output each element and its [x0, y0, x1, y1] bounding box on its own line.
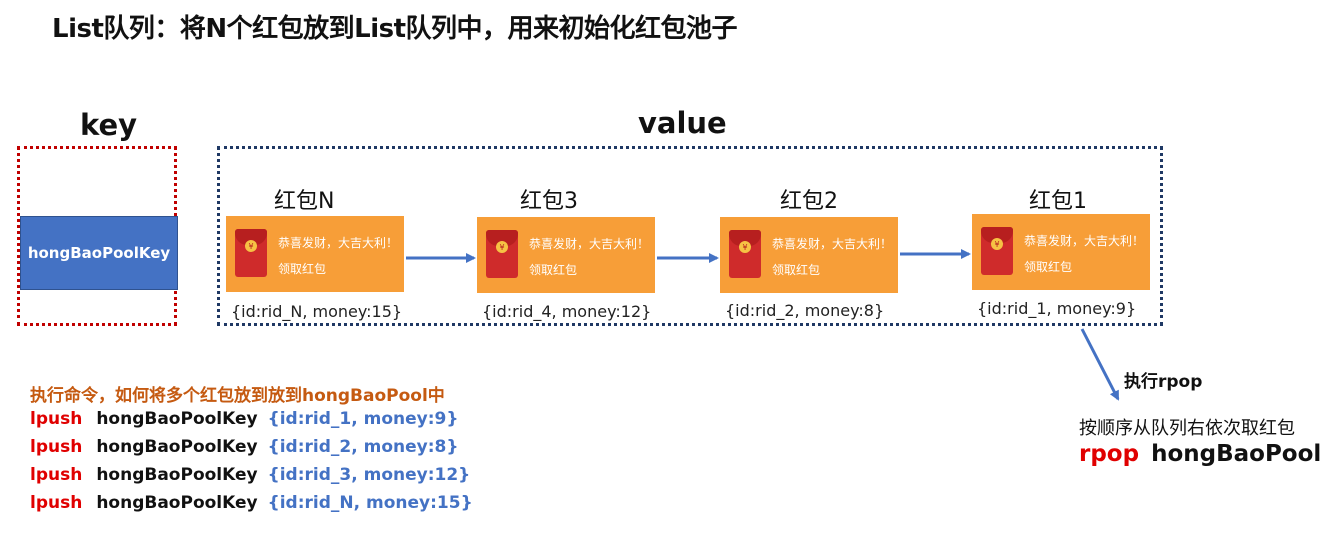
red-envelope-icon: ¥: [981, 227, 1013, 275]
hongbao-card: ¥ 恭喜发财，大吉大利！ 领取红包: [720, 217, 898, 293]
command-value: {id:rid_N, money:15}: [267, 493, 473, 513]
rpop-verb: rpop: [1079, 441, 1140, 467]
card-claim-text: 领取红包: [1024, 260, 1073, 274]
command-row: lpush hongBaoPoolKey {id:rid_3, money:12}: [30, 465, 470, 485]
hongbao-card: ¥ 恭喜发财，大吉大利！ 领取红包: [477, 217, 655, 293]
command-value: {id:rid_1, money:9}: [267, 409, 459, 429]
hongbao-payload: {id:rid_N, money:15}: [231, 302, 403, 321]
key-name: hongBaoPoolKey: [27, 244, 171, 262]
hongbao-payload: {id:rid_4, money:12}: [482, 302, 652, 321]
rpop-exec-label: 执行rpop: [1124, 372, 1203, 392]
command-value: {id:rid_3, money:12}: [267, 465, 471, 485]
card-greeting: 恭喜发财，大吉大利！: [529, 237, 650, 251]
hongbao-card: ¥ 恭喜发财，大吉大利！ 领取红包: [972, 214, 1150, 290]
command-key: hongBaoPoolKey: [96, 437, 258, 457]
command-key: hongBaoPoolKey: [96, 493, 258, 513]
red-envelope-icon: ¥: [235, 229, 267, 277]
command-verb: lpush: [30, 409, 83, 429]
rpop-command: rpop hongBaoPool: [1079, 441, 1321, 467]
hongbao-card: ¥ 恭喜发财，大吉大利！ 领取红包: [226, 216, 404, 292]
commands-heading: 执行命令，如何将多个红包放到放到hongBaoPool中: [30, 386, 445, 406]
key-label: key: [80, 108, 138, 142]
rpop-order-note: 按顺序从队列右依次取红包: [1079, 418, 1295, 439]
hongbao-payload: {id:rid_2, money:8}: [725, 301, 885, 320]
command-verb: lpush: [30, 493, 83, 513]
card-greeting: 恭喜发财，大吉大利！: [278, 236, 399, 250]
command-row: lpush hongBaoPoolKey {id:rid_1, money:9}: [30, 409, 458, 429]
hongbao-title: 红包2: [780, 189, 838, 214]
card-claim-text: 领取红包: [529, 263, 578, 277]
command-row: lpush hongBaoPoolKey {id:rid_2, money:8}: [30, 437, 458, 457]
hongbao-payload: {id:rid_1, money:9}: [977, 299, 1137, 318]
card-claim-text: 领取红包: [772, 263, 821, 277]
key-name-box: hongBaoPoolKey: [20, 216, 178, 290]
command-verb: lpush: [30, 437, 83, 457]
hongbao-title: 红包3: [520, 189, 578, 214]
value-label: value: [638, 106, 727, 140]
red-envelope-icon: ¥: [486, 230, 518, 278]
card-claim-text: 领取红包: [278, 262, 327, 276]
command-row: lpush hongBaoPoolKey {id:rid_N, money:15}: [30, 493, 473, 513]
command-value: {id:rid_2, money:8}: [267, 437, 459, 457]
value-container: [217, 146, 1163, 326]
command-key: hongBaoPoolKey: [96, 465, 258, 485]
rpop-pool: hongBaoPool: [1151, 441, 1322, 467]
red-envelope-icon: ¥: [729, 230, 761, 278]
page-title: List队列：将N个红包放到List队列中，用来初始化红包池子: [52, 14, 738, 44]
command-verb: lpush: [30, 465, 83, 485]
hongbao-title: 红包N: [274, 189, 335, 214]
card-greeting: 恭喜发财，大吉大利！: [1024, 234, 1145, 248]
hongbao-title: 红包1: [1029, 189, 1087, 214]
card-greeting: 恭喜发财，大吉大利！: [772, 237, 893, 251]
command-key: hongBaoPoolKey: [96, 409, 258, 429]
rpop-arrow: [1080, 328, 1120, 401]
